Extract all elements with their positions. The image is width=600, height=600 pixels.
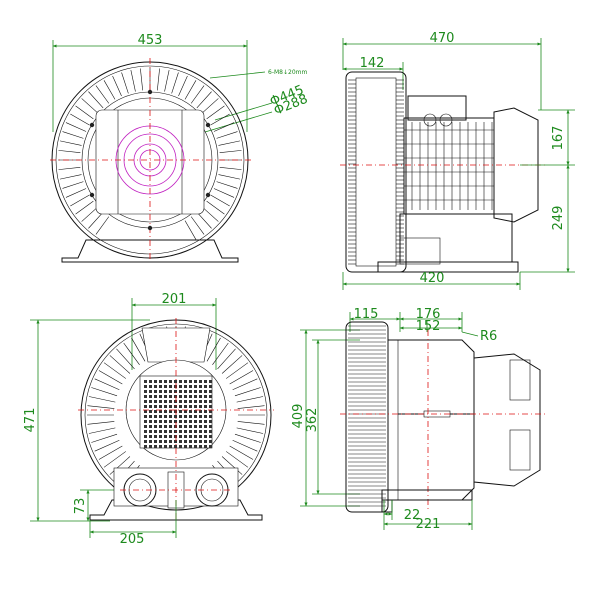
section-362-dimension: 362 — [305, 408, 320, 433]
height-top-dimension: 167 — [551, 126, 566, 151]
section-115-dimension: 115 — [354, 307, 379, 322]
section-view: 115 176 152 R6 409 362 — [291, 307, 545, 532]
section-409-dimension: 409 — [291, 404, 306, 429]
rear-view: 201 471 73 205 — [23, 292, 274, 547]
front-width-dimension: 453 — [138, 33, 163, 48]
port-height-dimension: 73 — [73, 498, 88, 515]
rear-top-width-dimension: 201 — [162, 292, 187, 307]
rear-base-width-dimension: 205 — [120, 532, 145, 547]
base-length-dimension: 420 — [420, 271, 445, 286]
section-22-dimension: 22 — [404, 508, 421, 523]
side-length-dimension: 470 — [430, 31, 455, 46]
inlet-length-dimension: 142 — [360, 56, 385, 71]
section-176-dimension: 176 — [416, 307, 441, 322]
front-view: 453 6-M8↓20mm Φ445 Φ288 — [50, 33, 310, 263]
rear-height-dimension: 471 — [23, 408, 38, 433]
section-radius-label: R6 — [480, 329, 497, 344]
section-152-dimension: 152 — [416, 319, 441, 334]
side-view: 470 142 167 249 420 — [340, 31, 575, 290]
height-bottom-dimension: 249 — [551, 206, 566, 231]
section-221-dimension: 221 — [416, 517, 441, 532]
thread-note: 6-M8↓20mm — [268, 69, 307, 76]
